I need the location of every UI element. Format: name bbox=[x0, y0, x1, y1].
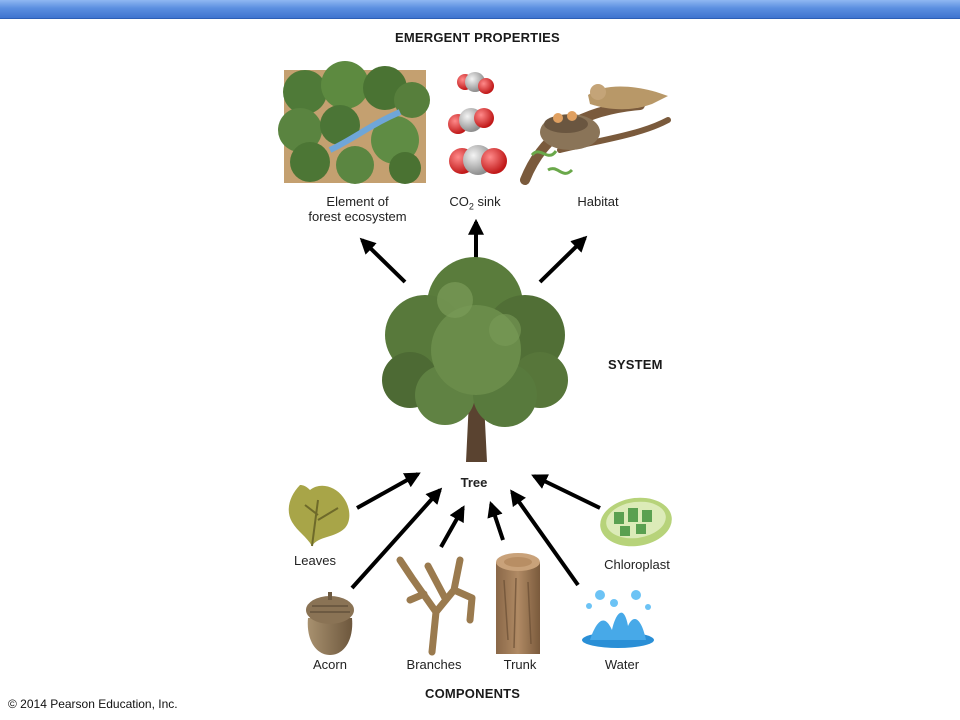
label-chloroplast: Chloroplast bbox=[604, 557, 670, 572]
water-image bbox=[582, 590, 654, 648]
label-co2-suffix: sink bbox=[473, 194, 501, 209]
title-bar bbox=[0, 0, 960, 19]
emergent-properties-heading: EMERGENT PROPERTIES bbox=[395, 30, 560, 45]
label-co2-text: CO bbox=[449, 194, 469, 209]
chloroplast-image bbox=[600, 497, 672, 547]
co2-molecules-image bbox=[448, 72, 507, 175]
arrow-from-water bbox=[510, 489, 580, 587]
label-co2-subscript: 2 bbox=[468, 201, 474, 212]
components-heading: COMPONENTS bbox=[425, 686, 521, 701]
arrow-from-chloroplast bbox=[531, 474, 601, 510]
acorn-image bbox=[306, 592, 354, 655]
system-heading: SYSTEM bbox=[608, 357, 663, 372]
label-co2-sink: CO2 sink bbox=[440, 194, 510, 215]
label-trunk: Trunk bbox=[503, 657, 537, 672]
leaves-image bbox=[288, 485, 350, 547]
label-water: Water bbox=[604, 657, 640, 672]
arrow-to-habitat bbox=[538, 235, 588, 284]
tree-image bbox=[382, 257, 568, 462]
label-forest-ecosystem: Element of forest ecosystem bbox=[300, 194, 415, 224]
label-tree: Tree bbox=[460, 475, 488, 490]
arrow-to-forest bbox=[359, 237, 407, 284]
arrow-from-branches bbox=[439, 505, 465, 548]
label-forest-line2: forest ecosystem bbox=[308, 209, 407, 224]
label-forest-line1: Element of bbox=[326, 194, 389, 209]
label-leaves: Leaves bbox=[294, 553, 336, 568]
arrow-from-leaves bbox=[356, 472, 421, 510]
copyright-notice: © 2014 Pearson Education, Inc. bbox=[8, 697, 178, 711]
trunk-image bbox=[496, 553, 540, 654]
habitat-image bbox=[520, 84, 671, 185]
arrow-from-acorn bbox=[350, 487, 443, 590]
arrow-from-trunk bbox=[487, 500, 505, 541]
branches-image bbox=[396, 556, 476, 656]
label-habitat: Habitat bbox=[577, 194, 619, 209]
label-acorn: Acorn bbox=[313, 657, 347, 672]
label-branches: Branches bbox=[406, 657, 462, 672]
forest-ecosystem-image bbox=[278, 61, 430, 184]
